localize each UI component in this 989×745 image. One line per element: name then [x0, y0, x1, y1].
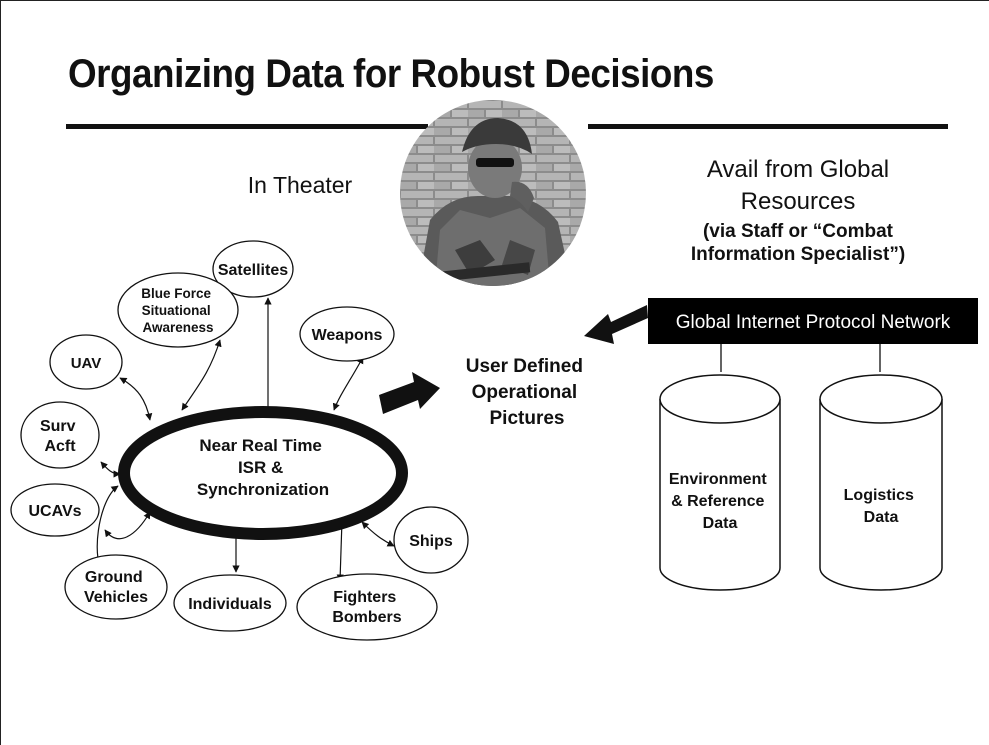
svg-text:Satellites: Satellites [218, 262, 288, 279]
connector-uav [119, 377, 153, 421]
svg-text:UCAVs: UCAVs [28, 503, 81, 520]
database-environment: Environment & Reference Data [659, 374, 781, 591]
connector-fighters [336, 519, 346, 582]
node-satellites: Satellites [212, 240, 294, 298]
soldier-photo-icon [400, 100, 586, 286]
slide-border-top [0, 0, 989, 1]
svg-text:Ships: Ships [409, 533, 453, 550]
hub-line-3: Synchronization [197, 480, 329, 499]
right-heading: Avail from Global Resources [650, 154, 946, 218]
hub-ring [118, 406, 408, 540]
svg-text:Weapons: Weapons [312, 327, 383, 344]
connector-blue-force [181, 339, 222, 411]
connector-ucavs [104, 511, 151, 540]
left-heading: In Theater [247, 172, 353, 198]
svg-text:Individuals: Individuals [188, 596, 272, 613]
connector-weapons [332, 356, 364, 411]
user-defined-label: User Defined Operational Pictures [466, 356, 588, 429]
node-blue-force: Blue Force Situational Awareness [117, 272, 239, 348]
node-ucavs: UCAVs [10, 483, 100, 537]
right-heading-line-2: Resources [740, 188, 856, 216]
title-rule-right [588, 124, 948, 129]
database-logistics: Logistics Data [819, 374, 943, 591]
svg-text:Environment & Referenc: Environment & Reference Data [669, 471, 771, 532]
svg-text:Blue Force Situational: Blue Force Situational Awareness [141, 286, 215, 335]
connector-ships [361, 521, 395, 547]
node-weapons: Weapons [299, 306, 395, 362]
node-uav: UAV [49, 334, 123, 390]
right-subheading-line-2: Information Specialist”) [690, 244, 906, 266]
hub-line-1: Near Real Time [199, 436, 322, 455]
right-subheading-line-1: (via Staff or “Combat [702, 221, 894, 242]
block-arrow-left-icon [584, 305, 648, 344]
slide-title: Organizing Data for Robust Decisions [68, 52, 714, 96]
node-fighters-bombers: Fighters Bombers [296, 573, 438, 641]
soldier-photo-graphic [400, 100, 586, 286]
node-ships: Ships [393, 506, 469, 574]
slide-border-left [0, 0, 1, 745]
hub-label: Near Real Time ISR & Synchronization [197, 436, 329, 499]
right-heading-line-1: Avail from Global [706, 156, 890, 183]
svg-text:Surv Acft: Surv Acft [40, 418, 80, 455]
hub-line-2: ISR & [238, 458, 283, 477]
network-label: Global Internet Protocol Network [676, 312, 951, 333]
node-surv-acft: Surv Acft [20, 401, 100, 469]
right-subheading: (via Staff or “Combat Information Specia… [640, 220, 956, 266]
svg-text:Ground Vehicles: Ground Vehicles [84, 569, 148, 606]
node-ground-vehicles: Ground Vehicles [64, 554, 168, 620]
node-individuals: Individuals [173, 574, 287, 632]
svg-text:UAV: UAV [71, 355, 102, 372]
network-bar [648, 298, 978, 344]
connector-surv-acft [100, 461, 121, 478]
svg-text:Logistics Data: Logistics Data [844, 487, 919, 526]
block-arrow-right-icon [379, 372, 440, 414]
title-rule-left [66, 124, 428, 129]
svg-text:Fighters Bombers: Fighters Bombers [332, 589, 401, 626]
